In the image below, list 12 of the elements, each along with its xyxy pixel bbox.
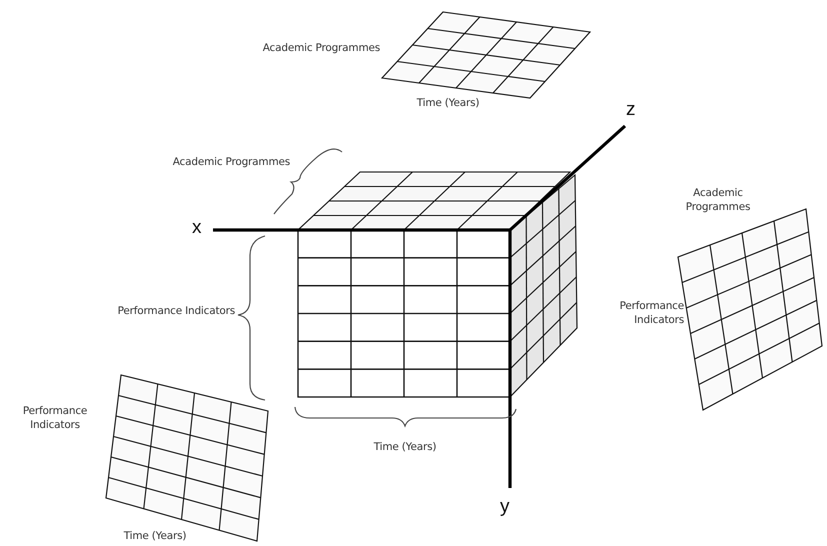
dimension-label: Academic Programmes: [172, 156, 290, 168]
axis-label: x: [192, 217, 202, 238]
dimension-label: Performance Indicators: [118, 305, 235, 317]
dimension-label: Time (Years): [374, 441, 436, 453]
dimension-label: Time (Years): [124, 530, 186, 542]
dimension-label: Academic Programmes: [686, 187, 750, 214]
dimension-label: Time (Years): [416, 97, 480, 109]
axis-label: y: [500, 496, 510, 517]
dimension-label: Performance Indicators: [620, 300, 684, 326]
dimension-label: Performance Indicators: [22, 405, 88, 432]
dimension-label: Academic Programmes: [262, 42, 380, 54]
axis-label: z: [626, 99, 636, 120]
